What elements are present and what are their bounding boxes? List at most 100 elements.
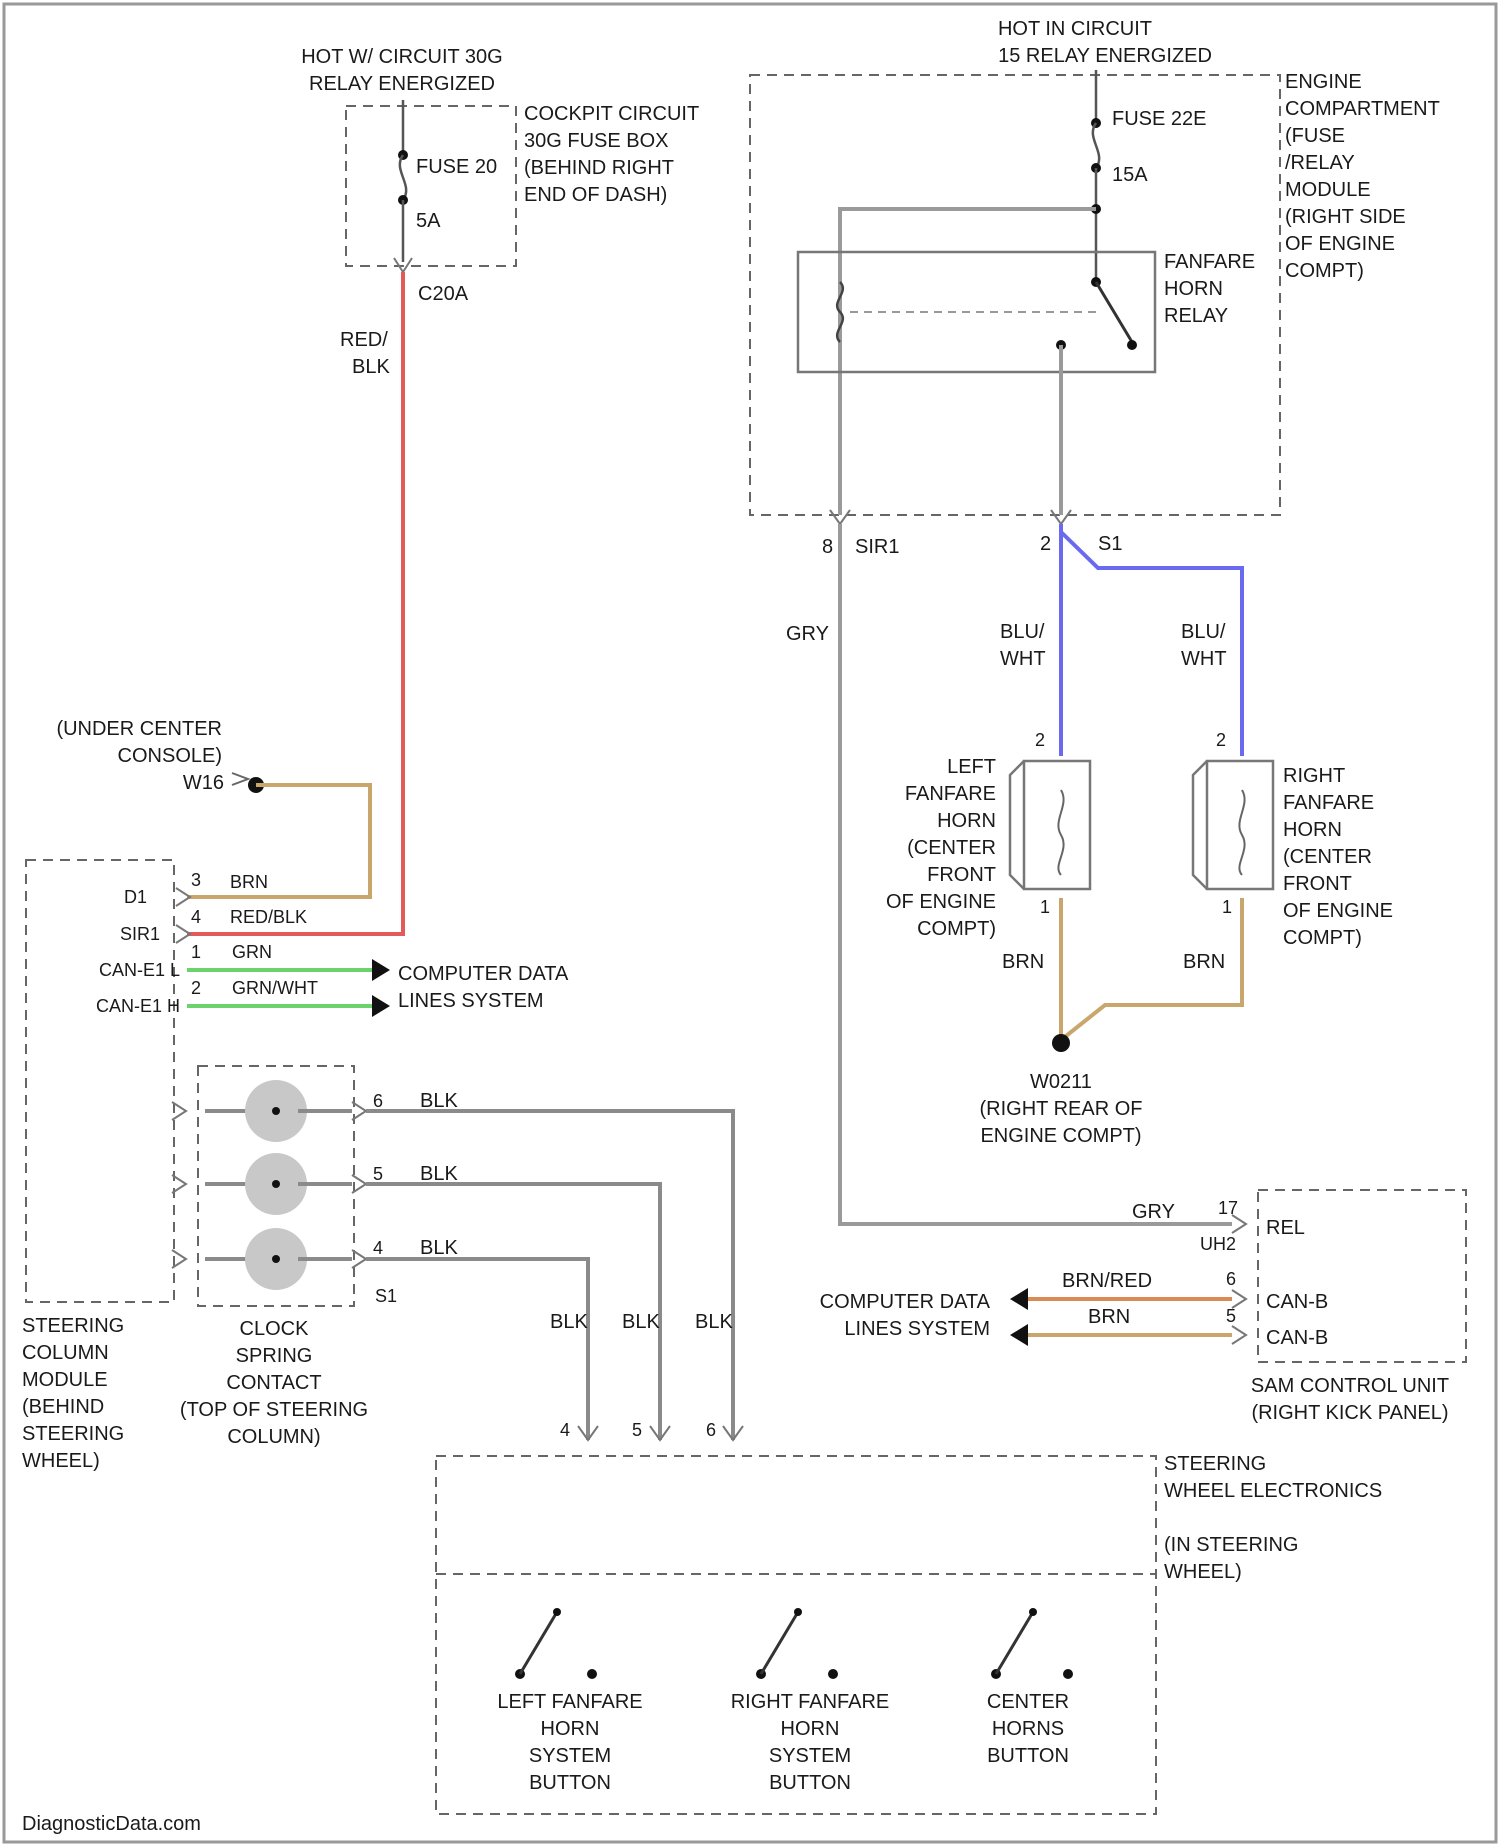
fuse22e-element [1093,123,1099,168]
wheel-sublabel-1: (IN STEERING [1164,1534,1298,1556]
sam-data-label-1: COMPUTER DATA [820,1291,991,1313]
conn-s1-label: S1 [1098,533,1122,555]
left-horn-label-4: (CENTER [907,837,996,859]
fuse22e-amp: 15A [1112,164,1148,186]
center-button-label-3: BUTTON [987,1745,1069,1767]
clock-wire-blk-1: BLK [420,1090,458,1112]
can-e1-data-label-1: COMPUTER DATA [398,963,569,985]
engine-module-label-4: /RELAY [1285,152,1355,174]
left-button-contact-b [587,1669,597,1679]
relay-label-3: RELAY [1164,305,1228,327]
canl-arrow [1010,1324,1028,1346]
clock-pin-4: 4 [373,1238,383,1258]
sam-label-2: (RIGHT KICK PANEL) [1251,1402,1448,1424]
cockpit-fuse-section: HOT W/ CIRCUIT 30G RELAY ENERGIZED COCKP… [301,46,699,305]
wire-brn-left-label: BRN [1002,951,1044,973]
wheel-pin-4: 4 [560,1420,570,1440]
left-horn-label-2: FANFARE [905,783,996,805]
pin-4-label: 4 [191,907,201,927]
fuse20-label: FUSE 20 [416,156,497,178]
wheel-pin-5: 5 [632,1420,642,1440]
right-button-label-4: BUTTON [769,1772,851,1794]
engine-module-label-8: COMPT) [1285,260,1364,282]
wire-red-blk-label-1: RED/ [340,329,388,351]
wire-blk-pin5 [366,1184,660,1440]
wheel-blk-label-3: BLK [695,1311,733,1333]
cockpit-fuse-box-line1: COCKPIT CIRCUIT [524,103,699,125]
right-horn-label-3: HORN [1283,819,1342,841]
wire-blk-pin4 [366,1259,588,1440]
left-button-label-3: SYSTEM [529,1745,611,1767]
sam-pin-17: 17 [1218,1198,1238,1218]
clock-pin-5: 5 [373,1164,383,1184]
hot-15-line2: 15 RELAY ENERGIZED [998,45,1212,67]
wire-brn-module-label: BRN [230,872,268,892]
steering-column-module-label: STEERING COLUMN MODULE (BEHIND STEERING … [22,1315,124,1472]
wire-blu-wht-left-2: WHT [1000,648,1046,670]
wheel-sublabel-2: WHEEL) [1164,1561,1242,1583]
can-e1-data-label-2: LINES SYSTEM [398,990,544,1012]
ground-w16-label: W16 [183,772,224,794]
clock-spring-label-1: CLOCK [240,1318,310,1340]
left-horn-label-7: COMPT) [917,918,996,940]
relay-contact [1127,340,1137,350]
ground-w0211-label-1: W0211 [1030,1071,1092,1093]
engine-module-label-2: COMPARTMENT [1285,98,1440,120]
wire-red-blk-module-label: RED/BLK [230,907,307,927]
right-button-arm-tip [794,1608,802,1616]
steering-column-label-4: (BEHIND [22,1396,104,1418]
conn-sir1-module-label: SIR1 [120,924,160,944]
sam-data-label-2: LINES SYSTEM [844,1318,990,1340]
can-e1-l-label: CAN-E1 L [99,960,180,980]
wire-red-blk-label-2: BLK [352,356,390,378]
ground-w0211-label-2: (RIGHT REAR OF [980,1098,1143,1120]
clock-wire-blk-3: BLK [420,1237,458,1259]
pin-8-label: 8 [822,536,833,558]
footer-watermark: DiagnosticData.com [22,1813,201,1835]
center-button-arm [996,1612,1033,1674]
wheel-label-2: WHEEL ELECTRONICS [1164,1480,1382,1502]
steering-column-label-1: STEERING [22,1315,124,1337]
right-horn-coil [1239,790,1244,875]
center-button-contact-b [1063,1669,1073,1679]
wire-gry-label: GRY [786,623,829,645]
clock-spring-label: CLOCK SPRING CONTACT (TOP OF STEERING CO… [180,1318,368,1448]
left-horn-body [1024,761,1090,889]
fuse20-amp: 5A [416,210,441,232]
right-horn-label-1: RIGHT [1283,765,1345,787]
conn-d1-label: D1 [124,887,147,907]
right-horn-pin-2: 2 [1216,730,1226,750]
sam-gry-label: GRY [1132,1201,1175,1223]
engine-module-label-5: MODULE [1285,179,1371,201]
sam-canl-label: CAN-B [1266,1327,1328,1349]
wire-brn-red-label: BRN/RED [1062,1270,1152,1292]
canh-arrow [1010,1288,1028,1310]
wire-brn-to-ground [187,785,370,897]
wire-blu-wht-right-2: WHT [1181,648,1227,670]
left-horn-label-3: HORN [937,810,996,832]
hot-15-line1: HOT IN CIRCUIT [998,18,1152,40]
steering-column-label-5: STEERING [22,1423,124,1445]
right-horn-label-4: (CENTER [1283,846,1372,868]
fuse22e-label: FUSE 22E [1112,108,1206,130]
right-button-label-2: HORN [781,1718,840,1740]
left-horn-label-6: OF ENGINE [886,891,996,913]
pin-2-module-label: 2 [191,978,201,998]
right-button-contact-b [828,1669,838,1679]
wire-brn-canl-label: BRN [1088,1306,1130,1328]
engine-module-label: ENGINE COMPARTMENT (FUSE /RELAY MODULE (… [1285,71,1440,282]
pin-2-label: 2 [1040,533,1051,555]
can-e1-h-label: CAN-E1 H [96,996,180,1016]
cockpit-fuse-box-line2: 30G FUSE BOX [524,130,669,152]
connector-c20a-label: C20A [418,283,469,305]
can-e1-l-arrow [372,959,390,981]
steering-column-connectors: D1 3 BRN SIR1 4 RED/BLK CAN-E1 L 1 GRN C… [96,870,318,1016]
sam-pin-5: 5 [1226,1306,1236,1326]
right-fanfare-horn: 2 1 RIGHT FANFARE HORN (CENTER FRONT OF … [1193,730,1393,949]
left-button-label-4: BUTTON [529,1772,611,1794]
wire-grn-wht-label: GRN/WHT [232,978,318,998]
clock-spring-center-3 [272,1255,280,1263]
pin-1-label: 1 [191,942,201,962]
